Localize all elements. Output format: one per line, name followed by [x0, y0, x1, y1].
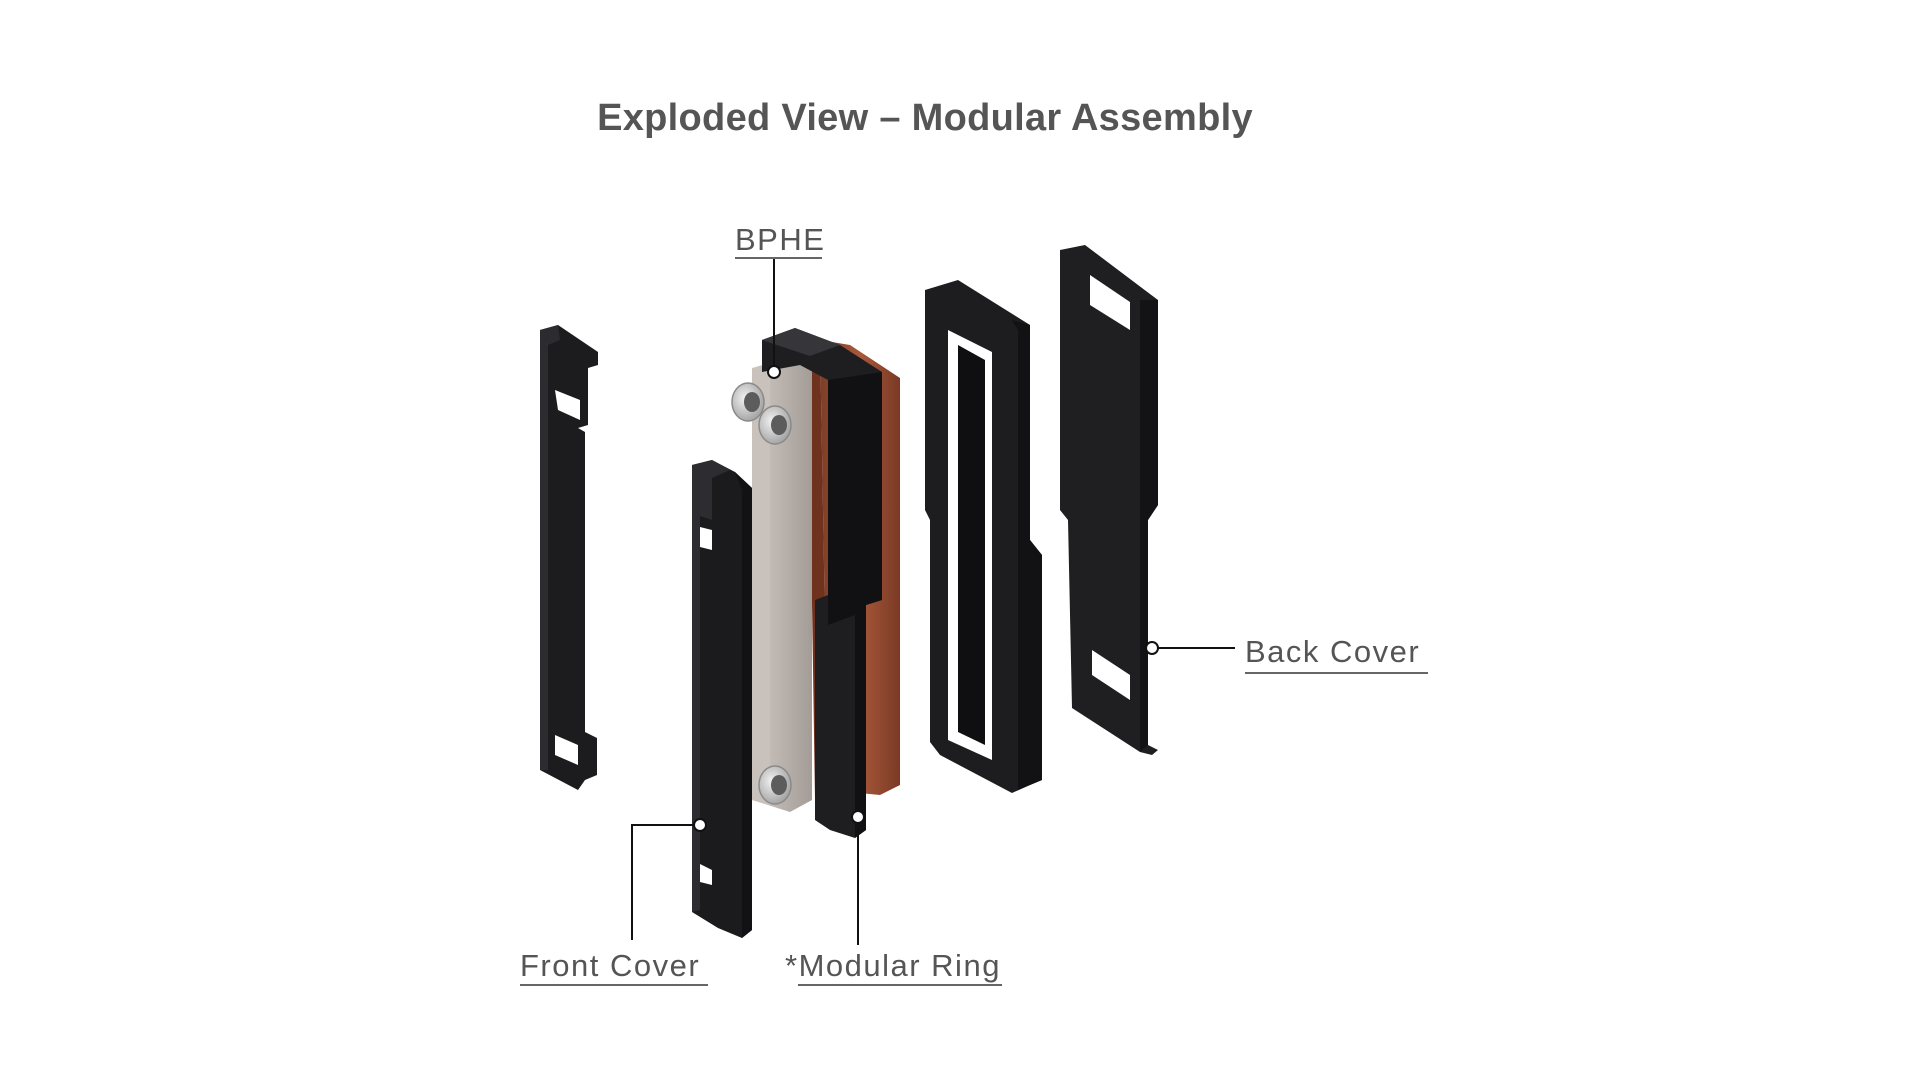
front-cover-callout-dot [693, 818, 707, 832]
bphe-label: BPHE [735, 222, 825, 257]
back-cover-part [1060, 245, 1158, 755]
back-cover-callout: Back Cover [1145, 634, 1428, 674]
modular-ring-label: *Modular Ring [785, 948, 1001, 983]
back-cover-label: Back Cover [1245, 634, 1420, 669]
front-cover-label: Front Cover [520, 948, 700, 983]
modular-ring-callout-dot [851, 810, 865, 824]
middle-ring-part [925, 280, 1042, 793]
bphe-callout-dot [767, 365, 781, 379]
left-cover-part [540, 325, 598, 790]
bphe-callout: BPHE [735, 222, 825, 379]
front-cover-part [692, 460, 752, 938]
back-cover-callout-dot [1145, 641, 1159, 655]
diagram-title: Exploded View – Modular Assembly [597, 97, 1253, 139]
front-cover-callout: Front Cover [520, 818, 708, 986]
modular-ring-callout: *Modular Ring [785, 810, 1002, 986]
